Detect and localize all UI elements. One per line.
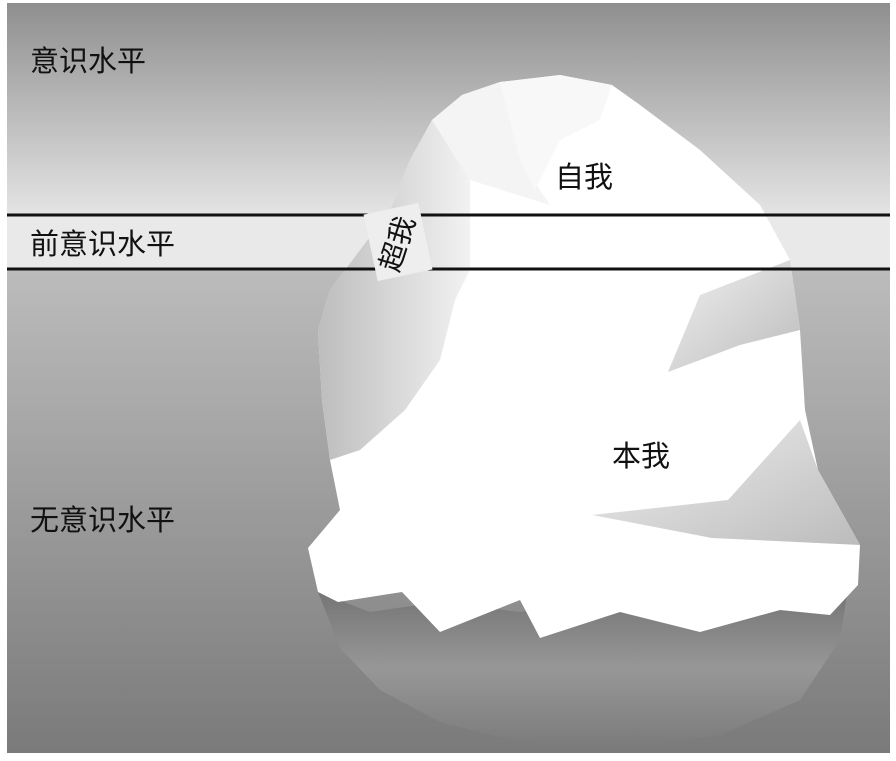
iceberg-facet-2 xyxy=(592,420,860,545)
conscious-level-label: 意识水平 xyxy=(30,44,147,78)
unconscious-level-label: 无意识水平 xyxy=(30,503,176,537)
preconscious-level-label: 前意识水平 xyxy=(30,227,176,261)
ego-label: 自我 xyxy=(555,160,614,194)
iceberg-facet-1 xyxy=(668,260,800,372)
iceberg-ridge xyxy=(500,75,612,190)
id-label: 本我 xyxy=(612,439,671,473)
iceberg-underside xyxy=(318,588,848,750)
iceberg-left-flank xyxy=(318,120,470,460)
superego-gap xyxy=(363,202,433,282)
iceberg-top-facet xyxy=(432,82,550,205)
